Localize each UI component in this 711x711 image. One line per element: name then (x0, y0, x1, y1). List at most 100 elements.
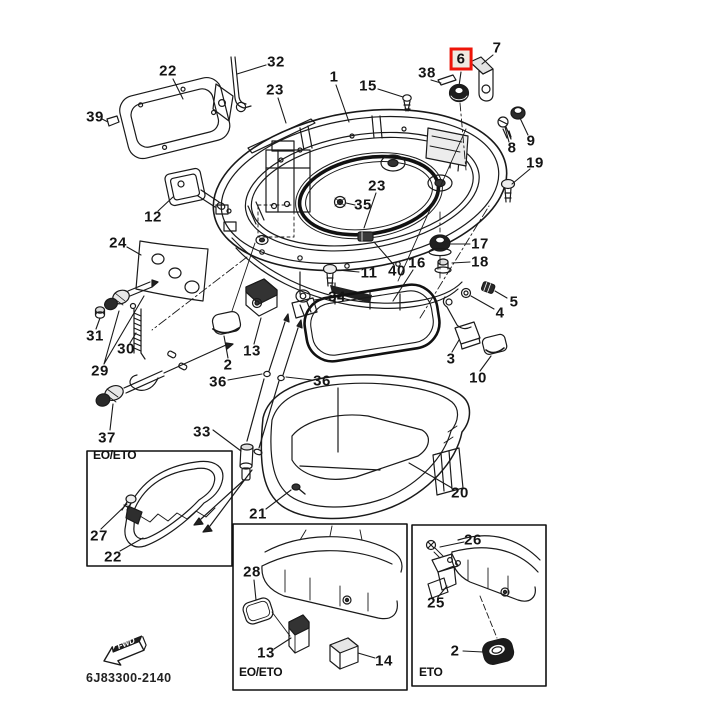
gasket-sheet-24 (135, 240, 209, 302)
part-callout-2[interactable]: 2 (223, 356, 233, 374)
part-callout-28[interactable]: 28 (243, 563, 261, 581)
screw-19 (500, 178, 516, 203)
part-callout-11[interactable]: 11 (360, 264, 378, 282)
screw-11 (322, 263, 338, 287)
washer-4 (460, 287, 472, 299)
part-callout-25[interactable]: 25 (427, 594, 445, 612)
part-callout-26[interactable]: 26 (464, 531, 482, 549)
inset3-screw-26 (425, 539, 444, 559)
screw-15 (402, 94, 412, 112)
clamp-34 (291, 289, 318, 319)
inset2-pad-28 (242, 597, 274, 625)
part-callout-23[interactable]: 23 (368, 177, 386, 195)
pad-2 (211, 311, 242, 335)
gasket-16 (303, 283, 441, 363)
part-callout-22[interactable]: 22 (104, 548, 122, 566)
inset2-block-13 (288, 614, 310, 654)
part-callout-39[interactable]: 39 (86, 108, 104, 126)
cap-10 (481, 333, 508, 355)
leader-lines (95, 54, 531, 659)
cowling-center-tower (265, 140, 311, 213)
part-callout-22[interactable]: 22 (159, 62, 177, 80)
part-callout-34[interactable]: 34 (328, 288, 346, 306)
part-callout-29[interactable]: 29 (91, 362, 109, 380)
tray-20 (260, 374, 471, 520)
inset1-screw-27 (121, 494, 137, 511)
part-callout-4[interactable]: 4 (495, 304, 505, 322)
inset3-caption: ETO (419, 665, 443, 679)
part-callout-20[interactable]: 20 (451, 484, 469, 502)
part-callout-14[interactable]: 14 (375, 652, 393, 670)
part-callout-24[interactable]: 24 (109, 234, 127, 252)
inset-box-eo-eto-1 (86, 450, 233, 567)
seal-strip-23 (247, 118, 316, 154)
cap-31 (94, 306, 106, 319)
part-callout-31[interactable]: 31 (86, 327, 104, 345)
spring-30 (129, 302, 146, 360)
part-callout-5[interactable]: 5 (509, 293, 519, 311)
part-callout-38[interactable]: 38 (418, 64, 436, 82)
part-callout-2[interactable]: 2 (450, 642, 460, 660)
inset-box-eto (411, 524, 547, 687)
part-callout-35[interactable]: 35 (354, 196, 372, 214)
part-callout-23[interactable]: 23 (266, 81, 284, 99)
inset1-cover-22 (124, 460, 224, 548)
grommet-6 (448, 83, 470, 103)
part-callout-13[interactable]: 13 (243, 342, 261, 360)
part-callout-40[interactable]: 40 (388, 262, 406, 280)
part-callout-19[interactable]: 19 (526, 154, 544, 172)
part-callout-9[interactable]: 9 (526, 132, 536, 150)
inset2-block-14 (329, 637, 359, 670)
part-callout-10[interactable]: 10 (469, 369, 487, 387)
part-callout-18[interactable]: 18 (471, 253, 489, 271)
clip-40 (357, 231, 374, 242)
part-callout-21[interactable]: 21 (249, 505, 267, 523)
part-callout-27[interactable]: 27 (90, 527, 108, 545)
catalog-code: 6J83300-2140 (86, 671, 172, 685)
bracket-7 (469, 56, 494, 102)
grommet-17 (428, 234, 452, 257)
inset2-cowling-arc (261, 525, 403, 620)
part-callout-12[interactable]: 12 (144, 208, 162, 226)
block-13 (245, 278, 278, 317)
nut-35 (333, 195, 347, 209)
part-callout-3[interactable]: 3 (446, 350, 456, 368)
part-callout-7[interactable]: 7 (492, 39, 502, 57)
inset-box-eo-eto-2 (232, 523, 408, 691)
part-callout-1[interactable]: 1 (329, 68, 339, 86)
fwd-arrow: FWD (103, 636, 147, 666)
switch-29 (104, 279, 159, 311)
part-callout-16[interactable]: 16 (408, 254, 426, 272)
part-callout-36[interactable]: 36 (209, 373, 227, 391)
strip-38 (437, 74, 457, 86)
inset3-grommet-2 (482, 638, 515, 665)
part-callout-36[interactable]: 36 (313, 372, 331, 390)
sleeve-5 (480, 281, 496, 294)
clip-39 (106, 115, 120, 127)
inset2-caption: EO/ETO (239, 665, 283, 679)
inset3-cowling-arc (451, 535, 541, 639)
part-callout-17[interactable]: 17 (471, 235, 489, 253)
screw-21 (291, 483, 306, 495)
inset1-caption: EO/ETO (93, 448, 137, 462)
cowling-bosses (255, 154, 453, 246)
bushing-18 (434, 258, 452, 274)
part-callout-6-highlighted[interactable]: 6 (449, 47, 473, 71)
part-callout-37[interactable]: 37 (98, 429, 116, 447)
part-callout-13[interactable]: 13 (257, 644, 275, 662)
switch-37 (95, 342, 234, 407)
part-callout-33[interactable]: 33 (193, 423, 211, 441)
part-callout-8[interactable]: 8 (507, 139, 517, 157)
nut-9 (510, 106, 526, 120)
inset3-bracket-25 (427, 553, 462, 599)
part-callout-32[interactable]: 32 (267, 53, 285, 71)
part-callout-30[interactable]: 30 (117, 340, 135, 358)
main-cowling-outline (212, 108, 508, 272)
screw-8 (497, 116, 512, 140)
cables-33-36 (193, 313, 303, 533)
bracket-3 (442, 296, 481, 350)
part-callout-15[interactable]: 15 (359, 77, 377, 95)
bracket-12 (164, 167, 232, 214)
